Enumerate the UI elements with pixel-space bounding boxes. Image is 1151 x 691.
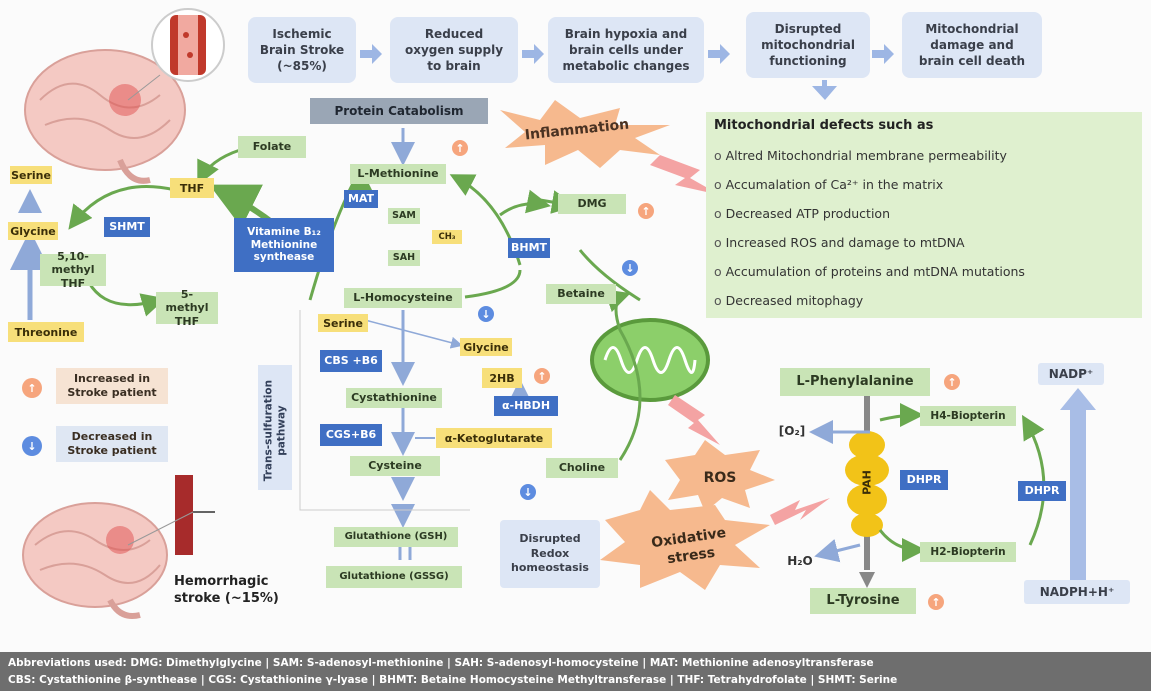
gsh-node: Glutathione (GSH) [334,527,458,547]
serine-node-left: Serine [10,166,52,184]
ros-label: ROS [703,470,737,486]
footer-line-2: CBS: Cystathionine β-synthease | CGS: Cy… [8,674,898,686]
betaine-node: Betaine [546,284,616,304]
cgs-b6-enzyme: CGS+B6 [320,424,382,446]
flow-step-brain-hypoxia: Brain hypoxia and brain cells under meta… [548,17,704,83]
decrease-marker: ↓ [520,484,536,500]
pah-label: PAH [860,470,874,495]
hemorrhagic-stroke-label: Hemorrhagic stroke (~15%) [174,574,279,606]
flow-step-mito-damage: Mitochondrial damage and brain cell deat… [902,12,1042,78]
lightning-1 [650,155,720,195]
decrease-marker: ↓ [622,260,638,276]
mito-defects-list: Altred Mitochondrial membrane permeabili… [706,141,1142,315]
increase-marker: ↑ [638,203,654,219]
bhmt-enzyme: BHMT [508,238,550,258]
glycine-node-left: Glycine [8,222,58,240]
abbreviations-footer: Abbreviations used: DMG: Dimethylglycine… [0,652,1151,691]
flow-step-reduced-oxygen: Reduced oxygen supply to brain [390,17,518,83]
h4-biopterin-node: H4-Biopterin [920,406,1016,426]
mito-defect-item: Altred Mitochondrial membrane permeabili… [714,141,1142,170]
folate-node: Folate [238,136,306,158]
mat-enzyme: MAT [344,190,378,208]
inflammation-burst [500,100,670,168]
cysteine-node: Cysteine [350,456,440,476]
methyl-thf-5-node: 5-methyl THF [156,288,218,328]
mito-defect-item: Increased ROS and damage to mtDNA [714,228,1142,257]
cystathionine-node: Cystathionine [346,388,442,408]
serine-node-center: Serine [318,314,368,332]
footer-line-1: Abbreviations used: DMG: Dimethylglycine… [8,657,874,669]
a-ketoglutarate-node: α-Ketoglutarate [436,428,552,448]
l-tyrosine-node: L-Tyrosine [810,588,916,614]
nadp-arrow [1060,388,1096,590]
increase-marker: ↑ [944,374,960,390]
trans-sulfuration-box [258,365,292,490]
2hb-node: 2HB [482,368,522,388]
legend-increase-icon: ↑ [22,378,42,398]
nadph-label: NADPH+H⁺ [1024,580,1130,604]
ros-burst [665,440,775,512]
flow-arrows [360,44,894,100]
ch3-node: CH₃ [432,230,462,244]
dhpr-enzyme-1: DHPR [900,470,948,490]
mito-defects-header: Mitochondrial defects such as [714,118,934,133]
thf-node: THF [170,178,214,198]
brain-illustration-bottom [22,475,215,619]
mito-defect-item: Decreased ATP production [714,199,1142,228]
methyl-thf-510-node: 5,10-methyl THF [40,250,106,290]
o2-label: [O₂] [778,424,806,438]
mitochondrial-defects-panel: Mitochondrial defects such as Altred Mit… [706,112,1142,318]
increase-marker: ↑ [534,368,550,384]
vessel-icon [127,8,225,101]
dmg-node: DMG [558,194,626,214]
increase-marker: ↑ [452,140,468,156]
nadp-label: NADP⁺ [1038,363,1104,385]
oxidative-burst [600,490,770,590]
mitochondrion-illustration [590,318,710,402]
mito-defect-item: Decreased mitophagy [714,286,1142,315]
flow-step-ischemic-stroke: Ischemic Brain Stroke (~85%) [248,17,356,83]
increase-marker: ↑ [928,594,944,610]
l-homocysteine-node: L-Homocysteine [344,288,462,308]
sah-node: SAH [388,250,420,266]
legend-increase-label: Increased in Stroke patient [56,368,168,404]
pah-enzyme [845,395,889,588]
trans-sulfuration-label: Trans-sulfuration pathway [262,379,287,482]
cbs-b6-enzyme: CBS +B6 [320,350,382,372]
vitb12-synthase-node: Vitamine B₁₂ Methionine synthease [234,218,334,272]
mito-defect-item: Accumulation of proteins and mtDNA mutat… [714,257,1142,286]
choline-node: Choline [546,458,618,478]
decrease-marker: ↓ [478,306,494,322]
l-methionine-node: L-Methionine [350,164,446,184]
lightning-2 [668,395,720,445]
mito-defect-item: Accumalation of Ca²⁺ in the matrix [714,170,1142,199]
l-phenylalanine-node: L-Phenylalanine [780,368,930,396]
a-hbdh-enzyme: α-HBDH [494,396,558,416]
h2-biopterin-node: H2-Biopterin [920,542,1016,562]
brain-illustration-top [24,49,186,184]
sam-node: SAM [388,208,420,224]
legend-decrease-icon: ↓ [22,436,42,456]
protein-catabolism-label: Protein Catabolism [310,98,488,124]
gssg-node: Glutathione (GSSG) [326,566,462,588]
threonine-node: Threonine [8,322,84,342]
dhpr-enzyme-2: DHPR [1018,481,1066,501]
disrupted-redox-box: Disrupted Redox homeostasis [500,520,600,588]
glycine-node-center: Glycine [460,338,512,356]
flow-step-disrupted-mito: Disrupted mitochondrial functioning [746,12,870,78]
lightning-3 [770,498,830,525]
shmt-enzyme: SHMT [104,217,150,237]
h2o-label: H₂O [787,554,813,568]
legend-decrease-label: Decreased in Stroke patient [56,426,168,462]
